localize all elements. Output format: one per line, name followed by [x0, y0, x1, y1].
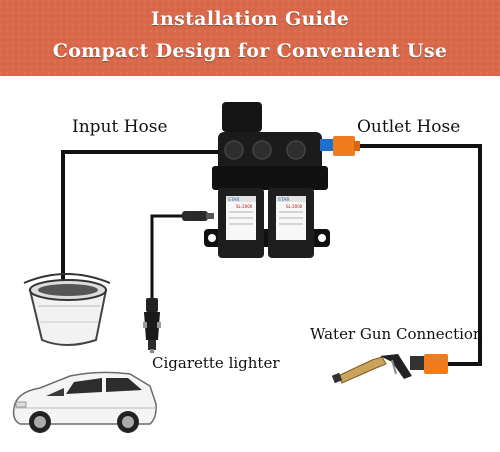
cable-connector [182, 211, 214, 221]
title-banner: Installation Guide Compact Design for Co… [0, 0, 500, 76]
car [12, 371, 157, 433]
input-hose [61, 150, 220, 294]
cigarette-lighter-label: Cigarette lighter [152, 354, 280, 372]
pump-logo-left: STAR [228, 197, 239, 203]
outlet-hose-label: Outlet Hose [357, 117, 461, 137]
power-cable [150, 214, 208, 302]
water-gun-connection-label: Water Gun Connection [310, 325, 483, 343]
pump-logo-right: STAR [278, 197, 289, 203]
water-bucket [23, 273, 111, 346]
dual-diaphragm-pump: STAR STAR SL-2000 SL-2000 [204, 102, 360, 258]
guide-subtitle: Compact Design for Convenient Use [52, 40, 448, 62]
water-gun [331, 354, 448, 384]
guide-title: Installation Guide [150, 8, 350, 30]
pump-model-right: SL-2000 [286, 204, 303, 209]
pump-model-left: SL-2000 [236, 204, 253, 209]
cigarette-lighter-plug [143, 298, 161, 353]
input-hose-label: Input Hose [72, 117, 168, 137]
banner-texture [0, 0, 500, 76]
outlet-hose [350, 144, 482, 366]
